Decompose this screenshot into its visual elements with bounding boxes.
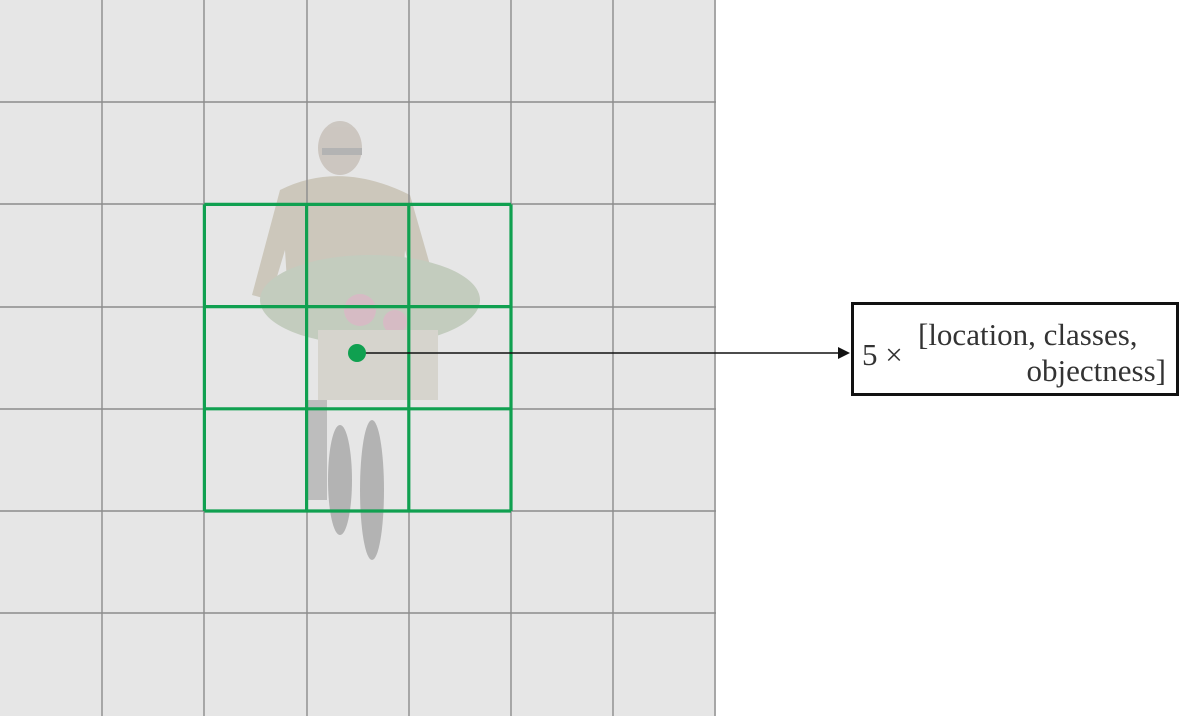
anchor-point xyxy=(348,344,366,362)
output-label-line1: [location, classes, xyxy=(918,317,1138,352)
anchor-multiplier: 5 × xyxy=(862,337,903,372)
highlight-grid xyxy=(202,202,513,513)
output-vector-box: 5 × [location, classes, objectness] xyxy=(851,302,1179,396)
output-label-line2: objectness] xyxy=(1026,353,1166,388)
cyclist-photo xyxy=(252,121,480,560)
